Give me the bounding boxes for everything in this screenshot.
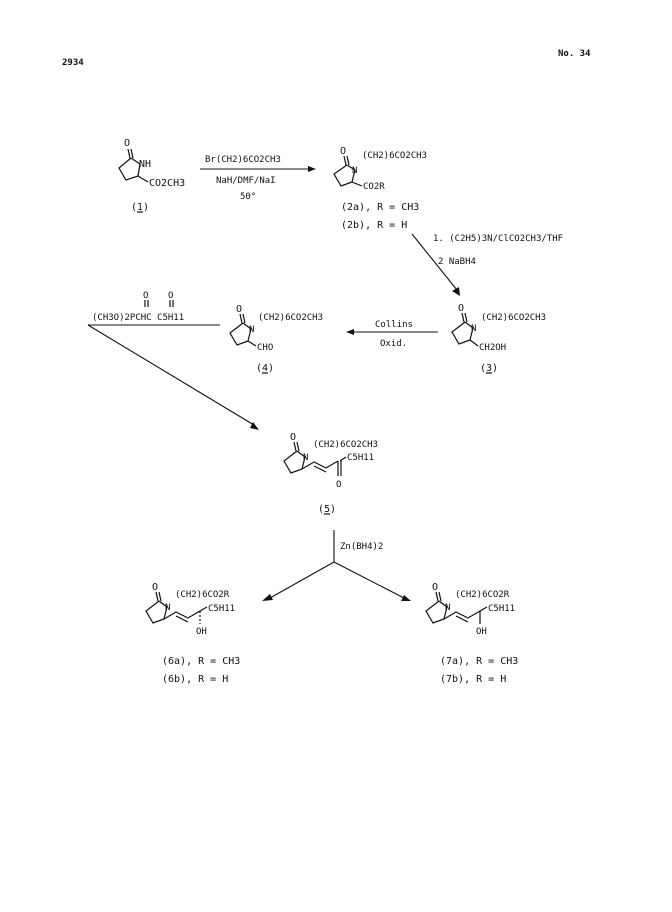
enone-oxygen: O — [336, 480, 341, 490]
phosphoryl-oxygen: O — [143, 291, 148, 301]
compound-6: O N (CH2)6CO2R OH C5H11 (6a), R = CH3 (6… — [145, 582, 240, 685]
step-5: Zn(BH4)2 — [262, 530, 411, 601]
reagent-collins: Collins — [375, 320, 413, 330]
compound-2: O N (CH2)6CO2CH3 CO2R (2a), R = CH3 (2b)… — [333, 146, 427, 231]
page-number: 2934 — [62, 58, 84, 68]
reagent-oxidation: Oxid. — [380, 339, 407, 349]
nitrogen: N — [249, 325, 254, 335]
issue-number: No. 34 — [558, 49, 591, 59]
methyl-ester-label: CO2CH3 — [149, 178, 185, 189]
hydroxyl-label: OH — [476, 627, 487, 637]
compound-5-number: (5) — [318, 504, 336, 515]
pentyl-label: C5H11 — [347, 453, 374, 463]
carbonyl-oxygen: O — [152, 582, 158, 593]
carbonyl-oxygen: O — [432, 582, 438, 593]
nitrogen: N — [471, 324, 476, 334]
compound-6b: (6b), R = H — [162, 674, 228, 685]
pentyl-label: C5H11 — [208, 604, 235, 614]
step-4: O O (CH3O)2PCHC C5H11 — [87, 291, 259, 430]
compound-2b: (2b), R = H — [341, 220, 407, 231]
compound-6a: (6a), R = CH3 — [162, 656, 240, 667]
reagent-temperature: 50° — [240, 192, 256, 202]
compound-7b: (7b), R = H — [440, 674, 506, 685]
step-1: Br(CH2)6CO2CH3 NaH/DMF/NaI 50° — [200, 155, 316, 202]
step-3: Collins Oxid. — [346, 320, 438, 349]
carbonyl-oxygen: O — [290, 432, 296, 443]
heptanoate-chain: (CH2)6CO2CH3 — [258, 313, 323, 323]
carbonyl-oxygen: O — [236, 304, 242, 315]
compound-7: O N (CH2)6CO2R OH C5H11 (7a), R = CH3 (7… — [425, 582, 518, 685]
phosphonate-reagent: (CH3O)2PCHC C5H11 — [92, 313, 184, 323]
nitrogen: N — [165, 603, 170, 613]
carbonyl-oxygen: O — [458, 303, 464, 314]
nitrogen: N — [352, 166, 357, 176]
reagent-reduction: 2 NaBH4 — [438, 257, 476, 267]
heptanoate-chain: (CH2)6CO2CH3 — [481, 313, 546, 323]
aldehyde-label: CHO — [257, 343, 273, 353]
reagent-mixed-anhydride: 1. (C2H5)3N/ClCO2CH3/THF — [433, 234, 563, 244]
reagent-bromo-ester: Br(CH2)6CO2CH3 — [205, 155, 281, 165]
nitrogen: N — [303, 453, 308, 463]
hydroxymethyl-label: CH2OH — [479, 343, 506, 353]
heptanoate-chain: (CH2)6CO2CH3 — [362, 151, 427, 161]
acid-label: CO2R — [363, 182, 385, 192]
hydroxyl-label: OH — [196, 627, 207, 637]
compound-5: O N (CH2)6CO2CH3 O C5H11 (5) — [283, 432, 378, 515]
carbonyl-oxygen: O — [340, 146, 346, 157]
compound-3-number: (3) — [480, 363, 498, 374]
heptanoic-chain: (CH2)6CO2R — [175, 590, 230, 600]
compound-1-number: (1) — [131, 202, 149, 213]
nh-label: NH — [139, 159, 151, 170]
carbonyl-oxygen: O — [124, 138, 130, 149]
step-2: 1. (C2H5)3N/ClCO2CH3/THF 2 NaBH4 — [411, 233, 563, 296]
compound-2a: (2a), R = CH3 — [341, 202, 419, 213]
heptanoate-chain: (CH2)6CO2CH3 — [313, 440, 378, 450]
compound-4-number: (4) — [256, 363, 274, 374]
compound-1: O NH CO2CH3 (1) — [118, 138, 185, 213]
reagent-base: NaH/DMF/NaI — [216, 176, 276, 186]
ketone-oxygen: O — [168, 291, 173, 301]
compound-7a: (7a), R = CH3 — [440, 656, 518, 667]
nitrogen: N — [445, 603, 450, 613]
compound-3: O N (CH2)6CO2CH3 CH2OH (3) — [451, 303, 546, 374]
heptanoic-chain: (CH2)6CO2R — [455, 590, 510, 600]
compound-4: O N (CH2)6CO2CH3 CHO (4) — [229, 304, 323, 374]
pentyl-label: C5H11 — [488, 604, 515, 614]
reagent-zinc-borohydride: Zn(BH4)2 — [340, 542, 383, 552]
